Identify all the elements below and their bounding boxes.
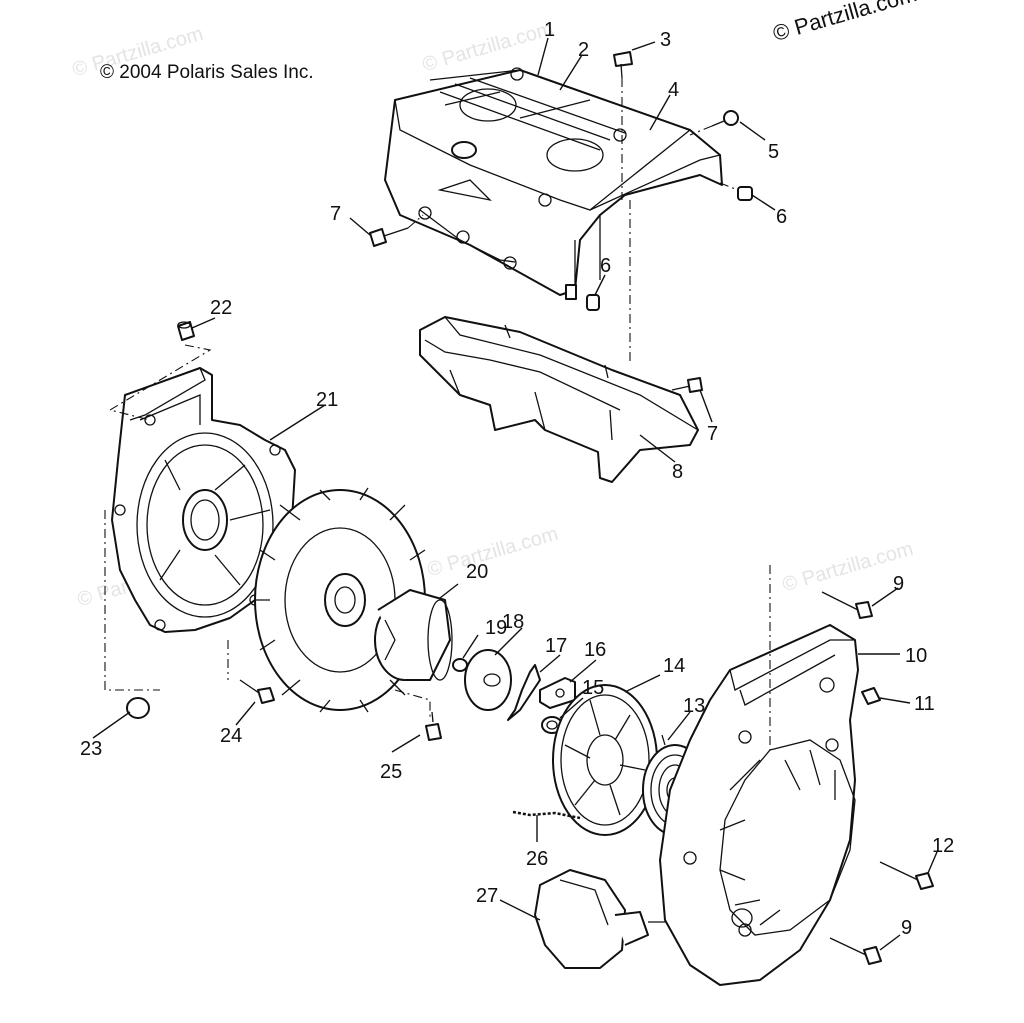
guide-23 xyxy=(104,510,160,691)
part-1-top-cover xyxy=(384,67,723,300)
part-3-bolt xyxy=(613,51,633,200)
callout-14: 14 xyxy=(663,655,685,677)
callout-4: 4 xyxy=(668,79,679,101)
callout-7: 7 xyxy=(707,423,718,445)
part-10-recoil-cover xyxy=(659,624,859,986)
guide-22 xyxy=(108,344,212,421)
callout-5: 5 xyxy=(768,141,779,163)
leader-lines xyxy=(92,37,938,951)
callout-6: 6 xyxy=(776,206,787,228)
part-19-nut xyxy=(452,658,468,672)
callout-25: 25 xyxy=(380,761,402,783)
part-23-o-ring xyxy=(126,697,150,719)
callout-1: 1 xyxy=(544,19,555,41)
callout-3: 3 xyxy=(660,29,671,51)
callout-19: 19 xyxy=(485,617,507,639)
part-22-dowel xyxy=(177,321,195,341)
callout-13: 13 xyxy=(683,695,705,717)
part-6-grommet-b xyxy=(586,294,600,311)
callout-20: 20 xyxy=(466,561,488,583)
part-18-friction-plate xyxy=(464,649,512,711)
part-9-bolt-a xyxy=(821,591,873,619)
guide-25 xyxy=(394,689,431,720)
part-6-grommet-a xyxy=(719,182,753,201)
callout-7: 7 xyxy=(330,203,341,225)
part-9-bolt-b xyxy=(829,937,882,965)
callout-16: 16 xyxy=(584,639,606,661)
callout-17: 17 xyxy=(545,635,567,657)
callout-24: 24 xyxy=(220,725,242,747)
callout-2: 2 xyxy=(578,39,589,61)
part-5-screw xyxy=(689,110,739,136)
callout-8: 8 xyxy=(672,461,683,483)
part-25-bolt xyxy=(425,711,442,741)
callout-numbers: 1 2 3 4 5 6 6 7 7 8 9 9 10 11 12 13 14 1… xyxy=(80,19,954,939)
part-14-starter-pulley xyxy=(552,684,658,836)
callout-22: 22 xyxy=(210,297,232,319)
copyright-polaris: © 2004 Polaris Sales Inc. xyxy=(100,62,314,83)
part-17-spring xyxy=(507,664,541,721)
part-7-bolt-a xyxy=(369,214,424,247)
callout-18: 18 xyxy=(502,611,524,633)
callout-26: 26 xyxy=(526,848,548,870)
part-20-starter-hub xyxy=(374,589,453,681)
part-12-bolt xyxy=(879,861,934,890)
part-24-bolt xyxy=(227,640,275,704)
part-26-starter-rope xyxy=(512,810,581,820)
callout-23: 23 xyxy=(80,738,102,760)
callout-15: 15 xyxy=(582,677,604,699)
callout-11: 11 xyxy=(914,693,935,715)
callout-9: 9 xyxy=(893,573,904,595)
part-7-bolt-b xyxy=(629,200,703,393)
callout-12: 12 xyxy=(932,835,954,857)
part-11-nut xyxy=(861,687,881,705)
part-16-pawl xyxy=(539,677,576,709)
callout-27: 27 xyxy=(476,885,498,907)
callout-21: 21 xyxy=(316,389,338,411)
callout-9: 9 xyxy=(901,917,912,939)
part-8-air-duct xyxy=(419,316,699,483)
part-21-blower-housing xyxy=(111,367,296,633)
callout-10: 10 xyxy=(905,645,927,667)
callout-6: 6 xyxy=(600,255,611,277)
